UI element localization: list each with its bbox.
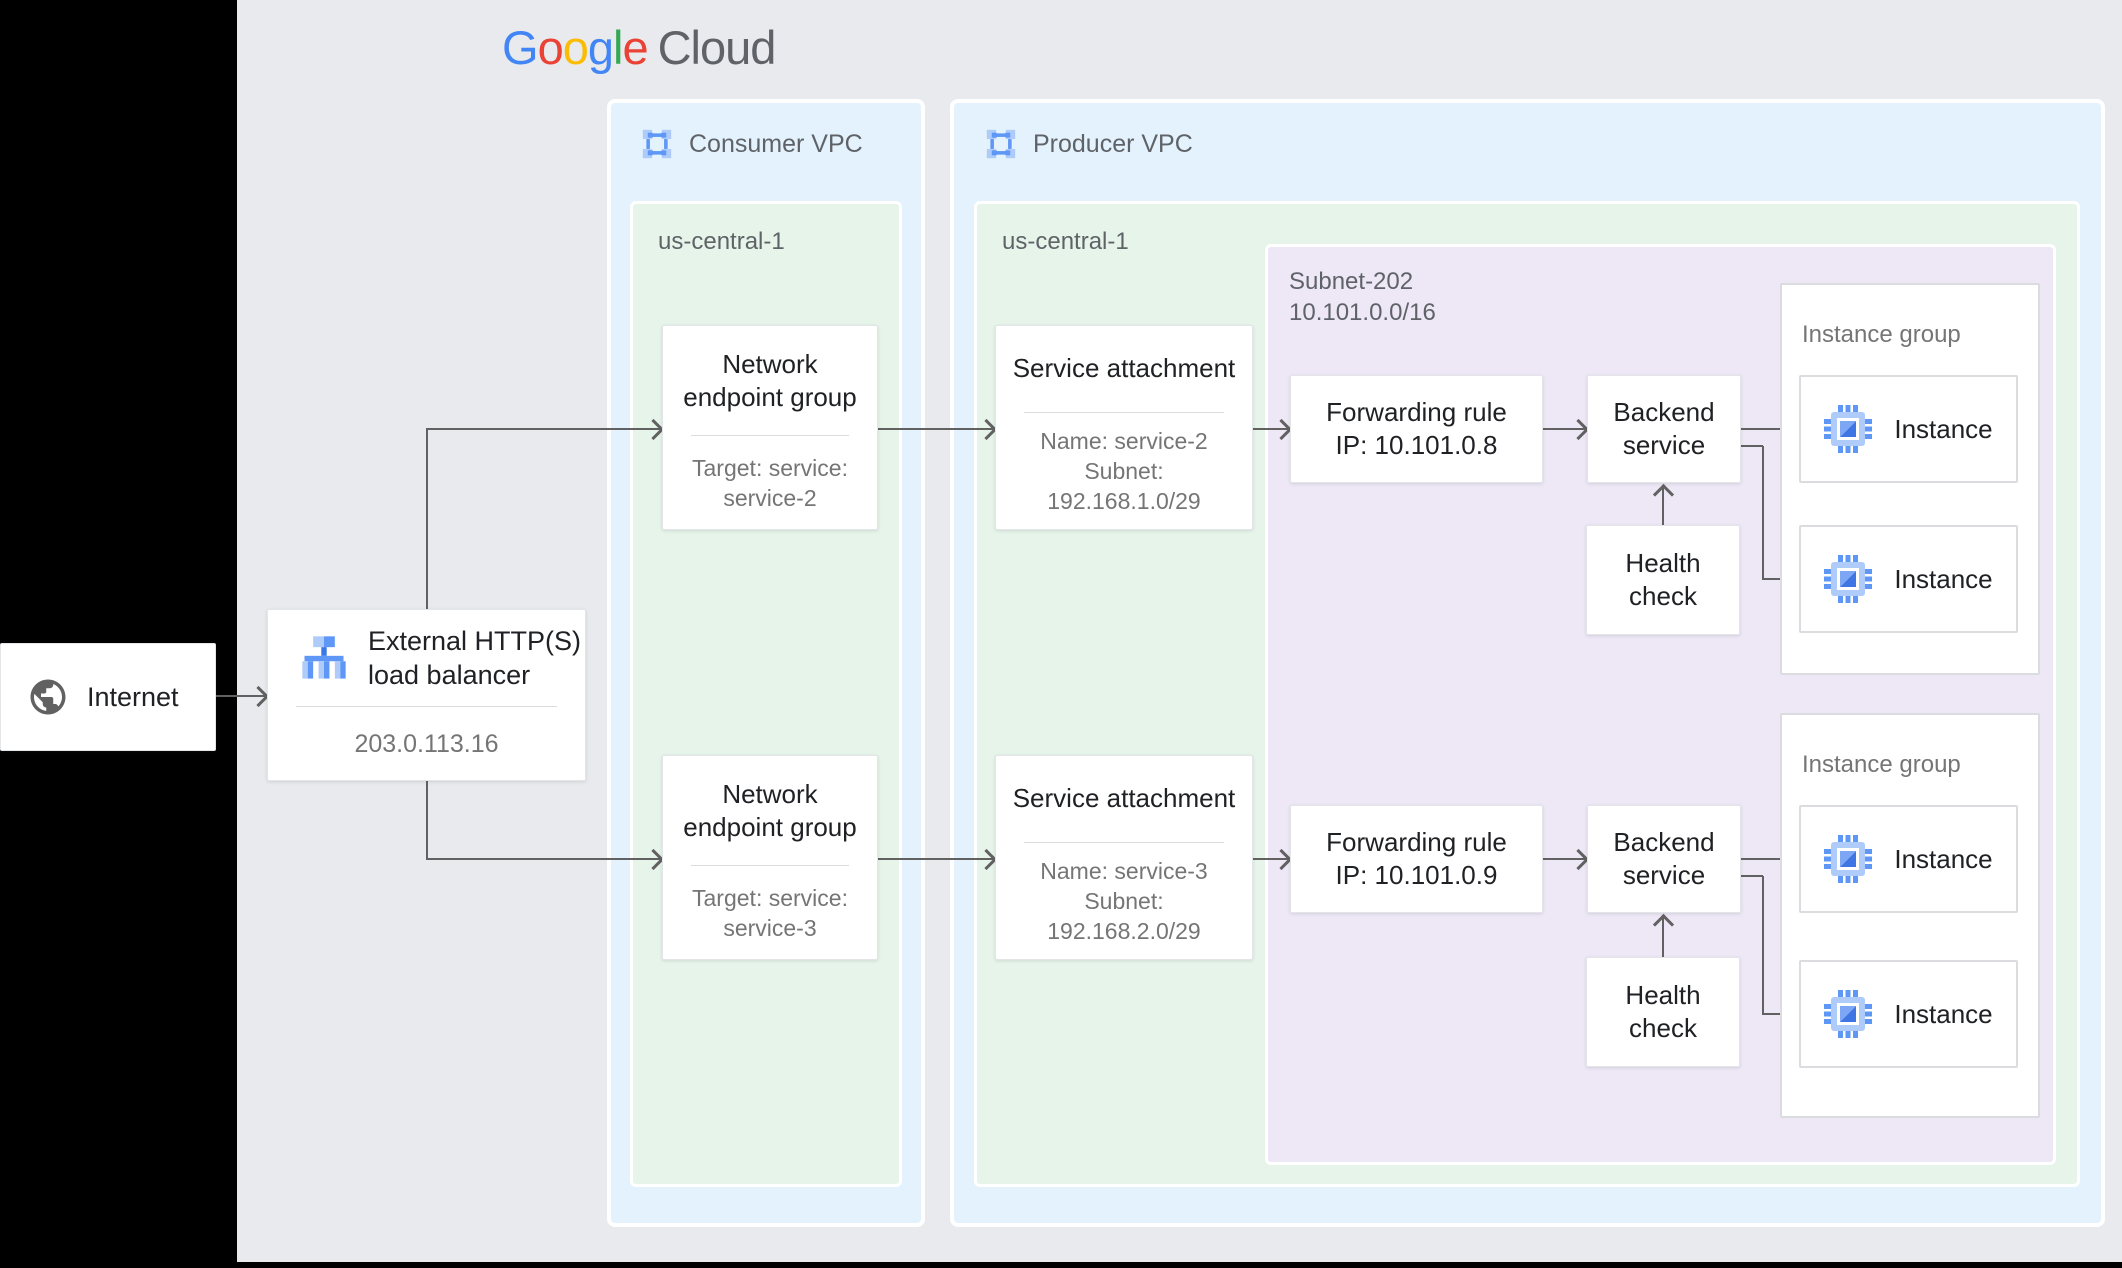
logo-letter: e xyxy=(622,21,648,74)
card-divider xyxy=(296,706,557,708)
health-check-1: Health check xyxy=(1586,525,1740,635)
card-divider xyxy=(691,865,849,867)
logo-letter: o xyxy=(537,21,564,74)
instance-label: Instance xyxy=(1894,413,1993,444)
load-balancer-header: External HTTP(S) load balancer xyxy=(268,610,585,706)
load-balancer-node: External HTTP(S) load balancer 203.0.113… xyxy=(267,609,586,781)
connector-hc2-to-bs2 xyxy=(1662,917,1664,957)
logo-letter: g xyxy=(587,21,614,74)
connector-bs2-to-instance3 xyxy=(1741,858,1799,860)
instance-group-1-label: Instance group xyxy=(1802,321,1961,348)
instance-3: Instance xyxy=(1799,805,2018,913)
backend-service-2: Backend service xyxy=(1587,805,1741,913)
logo-letter: o xyxy=(562,21,589,74)
compute-instance-icon xyxy=(1824,835,1873,883)
sa1-title: Service attachment xyxy=(1012,353,1236,384)
card-divider xyxy=(1024,411,1224,413)
instance-4: Instance xyxy=(1799,960,2018,1068)
consumer-region-label: us-central-1 xyxy=(658,228,785,255)
consumer-vpc-header: Consumer VPC xyxy=(640,127,863,161)
connector-sa2-to-fr2 xyxy=(1253,858,1290,860)
connector-internet-to-lb xyxy=(216,695,267,697)
connector-neg1-to-sa1 xyxy=(878,428,995,430)
connector-sa1-to-fr1 xyxy=(1253,428,1290,430)
instance-1: Instance xyxy=(1799,375,2018,483)
fr1-text: Forwarding rule IP: 10.101.0.8 xyxy=(1326,397,1507,460)
instance-label: Instance xyxy=(1894,998,1993,1029)
bs2-text: Backend service xyxy=(1613,827,1715,890)
connector-bs2-to-instance4-b xyxy=(1762,876,1764,1015)
hc1-text: Health check xyxy=(1625,548,1701,611)
connector-bs1-to-instance2-a xyxy=(1741,445,1763,447)
forwarding-rule-2: Forwarding rule IP: 10.101.0.9 xyxy=(1290,805,1543,913)
card-divider xyxy=(1024,841,1224,843)
neg1-target: Target: service: service-2 xyxy=(692,454,848,511)
connector-neg2-to-sa2 xyxy=(878,858,995,860)
vpc-icon xyxy=(986,129,1016,159)
internet-label: Internet xyxy=(87,681,179,712)
compute-instance-icon xyxy=(1824,405,1873,453)
card-divider xyxy=(691,435,849,437)
forwarding-rule-1: Forwarding rule IP: 10.101.0.8 xyxy=(1290,375,1543,483)
network-endpoint-group-2: Network endpoint group Target: service: … xyxy=(662,755,878,960)
producer-vpc-label: Producer VPC xyxy=(1033,129,1193,158)
neg1-title: Network endpoint group xyxy=(683,348,857,412)
instance-group-2-label: Instance group xyxy=(1802,751,1961,778)
subnet-label: Subnet-202 10.101.0.0/16 xyxy=(1289,268,1436,326)
network-endpoint-group-1: Network endpoint group Target: service: … xyxy=(662,325,878,530)
connector-fr1-to-bs1 xyxy=(1543,428,1587,430)
load-balancer-ip: 203.0.113.16 xyxy=(354,729,499,758)
internet-node: Internet xyxy=(0,643,216,751)
vpc-icon xyxy=(642,129,672,159)
compute-instance-icon xyxy=(1824,990,1873,1038)
health-check-2: Health check xyxy=(1586,957,1740,1067)
sa1-details: Name: service-2 Subnet: 192.168.1.0/29 xyxy=(1040,427,1208,514)
sa2-title: Service attachment xyxy=(1012,783,1236,814)
producer-vpc-header: Producer VPC xyxy=(984,127,1193,161)
connector-lb-to-neg2-v xyxy=(426,781,428,859)
connector-lb-to-neg1-v xyxy=(426,429,428,610)
sa2-details: Name: service-3 Subnet: 192.168.2.0/29 xyxy=(1040,857,1208,944)
compute-instance-icon xyxy=(1824,555,1873,603)
logo-letter: G xyxy=(502,21,539,74)
load-balancer-icon xyxy=(302,636,346,679)
logo-cloud-text: Cloud xyxy=(657,21,777,74)
logo-letter: l xyxy=(612,21,624,74)
service-attachment-1: Service attachment Name: service-2 Subne… xyxy=(995,325,1253,530)
instance-2: Instance xyxy=(1799,525,2018,633)
load-balancer-title: External HTTP(S) load balancer xyxy=(368,626,582,690)
service-attachment-2: Service attachment Name: service-3 Subne… xyxy=(995,755,1253,960)
fr2-text: Forwarding rule IP: 10.101.0.9 xyxy=(1326,827,1507,890)
connector-lb-to-neg1-h xyxy=(426,428,662,430)
arrowhead xyxy=(247,685,270,708)
globe-icon xyxy=(30,679,66,715)
instance-label: Instance xyxy=(1894,843,1993,874)
neg2-target: Target: service: service-3 xyxy=(692,884,848,941)
connector-lb-to-neg2-h xyxy=(426,858,662,860)
consumer-vpc-label: Consumer VPC xyxy=(689,129,863,158)
hc2-text: Health check xyxy=(1625,980,1701,1043)
connector-hc1-to-bs1 xyxy=(1662,487,1664,525)
instance-label: Instance xyxy=(1894,563,1993,594)
connector-fr2-to-bs2 xyxy=(1543,858,1587,860)
producer-region-label: us-central-1 xyxy=(1002,228,1129,255)
connector-bs2-to-instance4-a xyxy=(1741,875,1763,877)
connector-bs1-to-instance1 xyxy=(1741,428,1799,430)
backend-service-1: Backend service xyxy=(1587,375,1741,483)
bs1-text: Backend service xyxy=(1613,397,1715,460)
connector-bs1-to-instance2-b xyxy=(1762,446,1764,580)
neg2-title: Network endpoint group xyxy=(683,778,857,842)
